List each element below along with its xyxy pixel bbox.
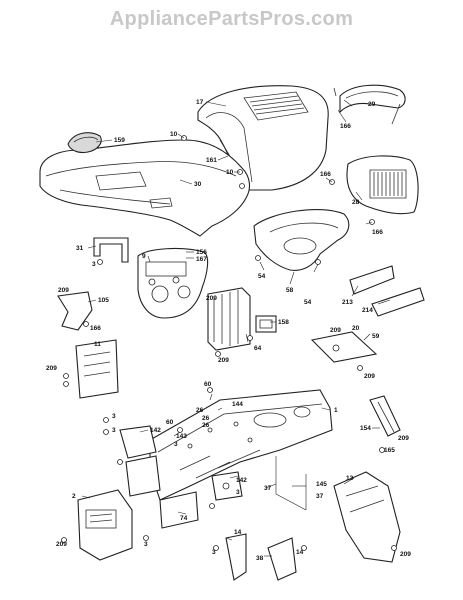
panel-part-213[interactable] bbox=[349, 265, 395, 295]
bracket-part-142b[interactable] bbox=[211, 471, 243, 501]
callout-3: 3 bbox=[112, 413, 116, 420]
callout-74: 74 bbox=[180, 515, 188, 522]
callout-209: 209 bbox=[330, 327, 341, 334]
callout-64: 64 bbox=[254, 345, 262, 352]
callout-labels: 17 29 166 159 10 10 161 30 166 28 166 31… bbox=[46, 99, 411, 562]
callout-142: 142 bbox=[236, 477, 247, 484]
callout-20: 20 bbox=[352, 325, 360, 332]
callout-54: 54 bbox=[258, 273, 266, 280]
bracket-part-142a[interactable] bbox=[119, 425, 161, 497]
cap-part-159[interactable] bbox=[67, 132, 102, 154]
callout-166: 166 bbox=[90, 325, 101, 332]
callout-17: 17 bbox=[196, 99, 204, 106]
callout-26: 26 bbox=[202, 422, 210, 429]
dash-panel-part-9[interactable] bbox=[137, 248, 209, 319]
callout-159: 159 bbox=[114, 137, 125, 144]
callout-209: 209 bbox=[56, 541, 67, 548]
callout-60: 60 bbox=[204, 381, 212, 388]
callout-209: 209 bbox=[364, 373, 375, 380]
callout-60: 60 bbox=[166, 419, 174, 426]
callout-3: 3 bbox=[144, 541, 148, 548]
callout-105: 105 bbox=[98, 297, 109, 304]
bracket-part-31[interactable] bbox=[93, 237, 129, 263]
callout-10: 10 bbox=[226, 169, 234, 176]
panel-part-214[interactable] bbox=[371, 287, 425, 317]
rod-part-37[interactable] bbox=[275, 456, 307, 511]
callout-166: 166 bbox=[372, 229, 383, 236]
callout-209: 209 bbox=[218, 357, 229, 364]
callout-144: 144 bbox=[232, 401, 243, 408]
callout-166: 166 bbox=[340, 123, 351, 130]
bracket-part-105[interactable] bbox=[57, 291, 93, 331]
shroud-part-58[interactable] bbox=[253, 208, 350, 271]
callout-31: 31 bbox=[76, 245, 84, 252]
hood-bracket-part-29[interactable] bbox=[333, 84, 406, 125]
callout-11: 11 bbox=[94, 341, 101, 348]
bracket-part-11[interactable] bbox=[75, 339, 119, 399]
plate-part-20[interactable] bbox=[310, 331, 378, 363]
callout-3: 3 bbox=[112, 427, 116, 434]
callout-143: 143 bbox=[176, 433, 187, 440]
callout-58: 58 bbox=[286, 287, 294, 294]
callout-3: 3 bbox=[174, 441, 178, 448]
callout-3: 3 bbox=[92, 261, 96, 268]
callout-209: 209 bbox=[58, 287, 69, 294]
callout-142: 142 bbox=[150, 427, 161, 434]
callout-2: 2 bbox=[72, 493, 76, 500]
callout-28: 28 bbox=[352, 199, 360, 206]
pedal-part-38[interactable] bbox=[267, 537, 297, 581]
callout-1: 1 bbox=[334, 407, 338, 414]
callout-3: 3 bbox=[236, 489, 240, 496]
callout-158: 158 bbox=[278, 319, 289, 326]
callout-145: 145 bbox=[316, 481, 327, 488]
bracket-part-154[interactable] bbox=[369, 395, 401, 437]
pedal-bracket-part-14a[interactable] bbox=[225, 533, 247, 581]
callout-37: 37 bbox=[316, 493, 324, 500]
callout-167: 167 bbox=[196, 256, 207, 263]
callout-209: 209 bbox=[398, 435, 409, 442]
callout-10: 10 bbox=[170, 131, 178, 138]
callout-38: 38 bbox=[256, 555, 264, 562]
callout-214: 214 bbox=[362, 307, 373, 314]
battery-box-part[interactable] bbox=[207, 287, 251, 351]
fender-part-30[interactable] bbox=[39, 139, 251, 237]
callout-156: 156 bbox=[196, 249, 207, 256]
rear-panel-part-13[interactable] bbox=[333, 471, 401, 563]
callout-59: 59 bbox=[372, 333, 380, 340]
watermark: AppliancePartsPros.com bbox=[109, 8, 354, 30]
callout-14: 14 bbox=[296, 549, 304, 556]
callout-26: 26 bbox=[196, 407, 204, 414]
rear-grille-part-28[interactable] bbox=[346, 155, 419, 215]
callout-37: 37 bbox=[264, 485, 272, 492]
callout-209: 209 bbox=[206, 295, 217, 302]
callout-154: 154 bbox=[360, 425, 371, 432]
callout-14: 14 bbox=[234, 529, 242, 536]
callout-161: 161 bbox=[206, 157, 217, 164]
callout-209: 209 bbox=[46, 365, 57, 372]
callout-13: 13 bbox=[346, 475, 354, 482]
callout-9: 9 bbox=[142, 253, 146, 260]
hardware-fasteners bbox=[61, 135, 397, 551]
callout-209: 209 bbox=[400, 551, 411, 558]
callout-213: 213 bbox=[342, 299, 353, 306]
front-panel-part-2[interactable] bbox=[77, 489, 133, 561]
callout-165: 165 bbox=[384, 447, 395, 454]
solenoid-part-158[interactable] bbox=[255, 315, 277, 333]
callout-30: 30 bbox=[194, 181, 202, 188]
callout-29: 29 bbox=[368, 101, 376, 108]
bracket-part-74[interactable] bbox=[159, 491, 199, 529]
callout-166: 166 bbox=[320, 171, 331, 178]
callout-3: 3 bbox=[212, 549, 216, 556]
hood-part-17[interactable] bbox=[197, 85, 329, 191]
callout-54: 54 bbox=[304, 299, 312, 306]
callout-26: 26 bbox=[202, 415, 210, 422]
leader-lines bbox=[81, 99, 391, 557]
